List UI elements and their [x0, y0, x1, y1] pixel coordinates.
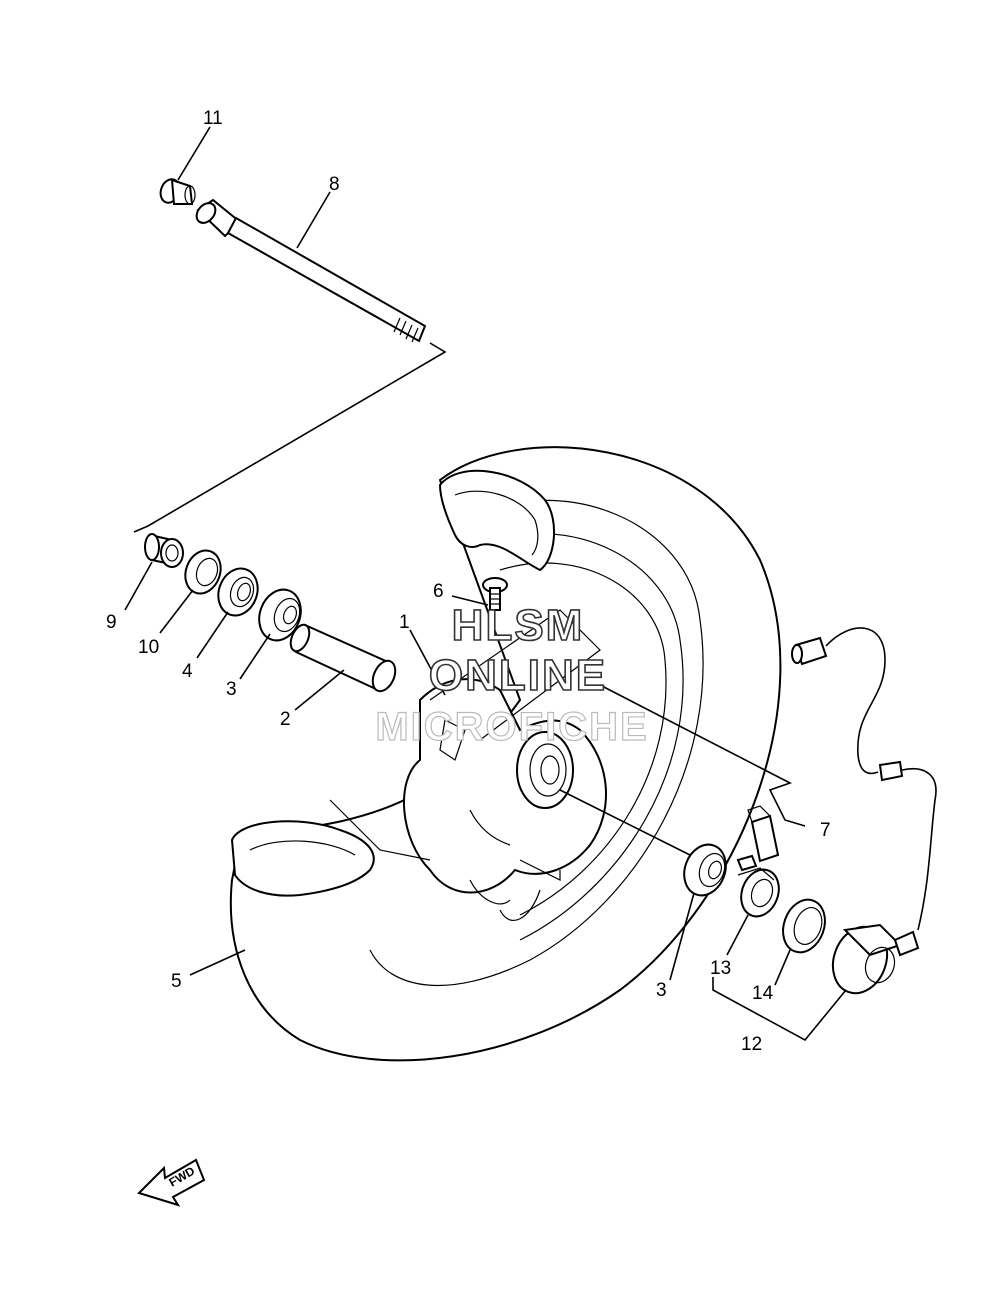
speedometer-gear-unit	[831, 923, 920, 995]
collar-9	[144, 533, 184, 568]
bearing-3-left	[258, 588, 302, 642]
leader-lines	[124, 126, 847, 1042]
watermark-line-3: MICROFICHE	[375, 705, 648, 749]
callout-2: 2	[280, 709, 291, 730]
watermark: HLSM ONLINE MICROFICHE	[375, 600, 648, 749]
callout-13: 13	[710, 958, 731, 979]
callout-1: 1	[399, 612, 410, 633]
callout-3-left: 3	[226, 679, 237, 700]
callout-11: 11	[203, 108, 223, 129]
axle-nut	[159, 178, 196, 205]
bearing-3-right	[683, 843, 727, 897]
callout-10: 10	[138, 637, 159, 658]
callout-3-right: 3	[656, 980, 667, 1001]
gear-unit-13	[736, 854, 780, 918]
tire-section-top	[438, 469, 556, 572]
fwd-arrow: FWD	[137, 1158, 206, 1207]
callout-4: 4	[182, 661, 193, 682]
gear-unit-14	[782, 898, 826, 954]
oil-seal-10	[184, 549, 222, 595]
spacer-2	[289, 623, 397, 693]
callout-12: 12	[741, 1034, 762, 1055]
axle	[195, 198, 427, 343]
valve	[482, 577, 508, 611]
callout-labels: 11 8 9 10 4 3 2 1 6 7 5 3 13 14 12	[106, 108, 831, 1055]
clip-7	[747, 805, 780, 863]
callout-9: 9	[106, 612, 117, 633]
wheel-hub	[329, 609, 607, 921]
speedometer-cable	[791, 627, 937, 931]
callout-5: 5	[171, 971, 182, 992]
watermark-line-2: ONLINE	[429, 651, 607, 700]
watermark-line-1: HLSM	[452, 601, 585, 650]
callout-14: 14	[752, 983, 774, 1004]
callout-7: 7	[820, 820, 831, 841]
callout-6: 6	[433, 581, 444, 602]
bearing-4	[217, 567, 259, 617]
tire-section-bottom	[230, 820, 375, 897]
callout-8: 8	[329, 174, 340, 195]
